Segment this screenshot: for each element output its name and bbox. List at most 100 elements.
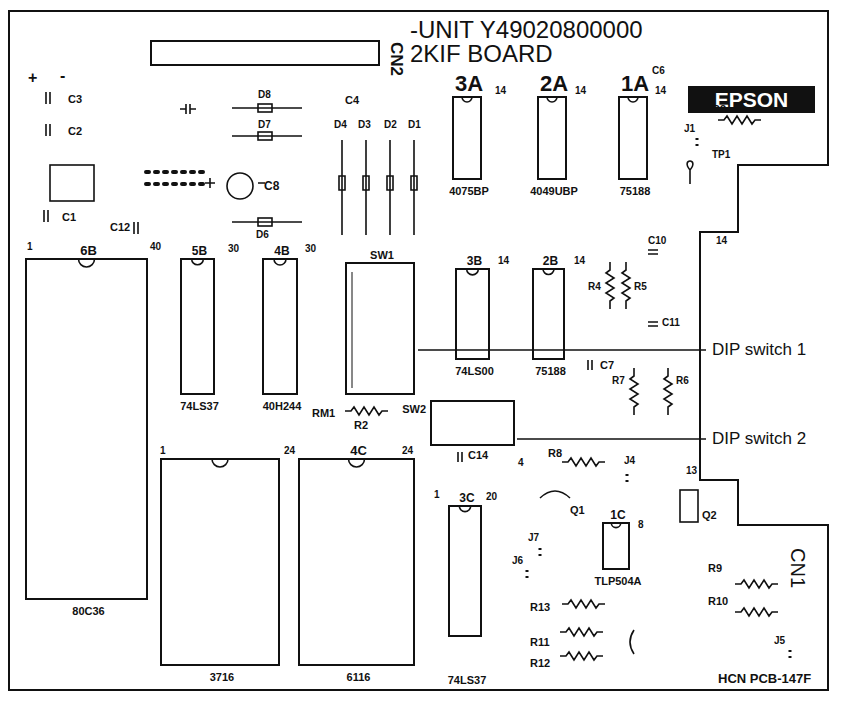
part-number: 74LS00 bbox=[455, 366, 494, 377]
chip-designator: 3B bbox=[467, 255, 482, 267]
part-label: R2 bbox=[354, 420, 368, 431]
part-number: TLP504A bbox=[594, 576, 641, 587]
chip-designator: 1C bbox=[610, 509, 625, 521]
part-label: R3 bbox=[712, 104, 726, 115]
part-label: TP1 bbox=[712, 150, 730, 160]
capacitor-symbol bbox=[648, 322, 658, 326]
part-number: 74LS37 bbox=[448, 675, 487, 686]
ic-chip: 2B75188 bbox=[532, 268, 565, 360]
part-label: D1 bbox=[408, 120, 421, 130]
component-label: SW2 bbox=[402, 404, 426, 415]
ic-chip: 6B80C36 bbox=[25, 258, 148, 600]
ic-chip: 5B74LS37 bbox=[180, 258, 215, 395]
diode-lead bbox=[342, 140, 414, 235]
resistor-symbol bbox=[562, 458, 605, 466]
ic-chip: 1A75188 bbox=[618, 96, 648, 180]
chip-designator: 4B bbox=[274, 245, 289, 257]
component-symbols bbox=[44, 92, 790, 660]
dip-switch: SW2 bbox=[430, 400, 515, 446]
part-label: R7 bbox=[612, 376, 625, 386]
pin-number: 30 bbox=[228, 244, 239, 254]
pin-number: 14 bbox=[575, 86, 586, 96]
leader-line bbox=[418, 350, 706, 439]
callout-label: CN1 bbox=[788, 548, 808, 588]
part-label: J4 bbox=[624, 456, 635, 466]
jumper-pads bbox=[527, 138, 790, 660]
part-label: R11 bbox=[530, 637, 550, 648]
pin-number: 1 bbox=[434, 490, 440, 500]
pin-number: 20 bbox=[486, 492, 497, 502]
part-label: C7 bbox=[600, 360, 614, 371]
part-label: R6 bbox=[676, 376, 689, 386]
polarity-mark bbox=[205, 178, 265, 188]
part-label: R13 bbox=[530, 602, 550, 613]
part-label: D3 bbox=[358, 120, 371, 130]
ic-chip: 2A4049UBP bbox=[537, 96, 567, 180]
component-label: SW1 bbox=[370, 250, 394, 261]
part-label: R12 bbox=[530, 658, 550, 669]
capacitor-symbol bbox=[46, 92, 50, 104]
part-label: J7 bbox=[528, 533, 539, 543]
part-label: J6 bbox=[512, 556, 523, 566]
resistor-symbol bbox=[664, 368, 672, 415]
transistor-outline bbox=[630, 630, 634, 654]
callout-label: DIP switch 1 bbox=[712, 341, 806, 358]
part-label: C11 bbox=[662, 318, 680, 328]
part-number: 4075BP bbox=[449, 186, 489, 197]
pin-number: 24 bbox=[284, 446, 295, 456]
chip-designator: 6B bbox=[80, 244, 97, 257]
pin-number: 14 bbox=[574, 256, 585, 266]
part-label: J5 bbox=[774, 636, 785, 646]
part-label: D4 bbox=[334, 120, 347, 130]
capacitor-symbol bbox=[134, 222, 138, 234]
chip-notch bbox=[349, 459, 365, 467]
chip-designator: 3A bbox=[455, 73, 483, 95]
capacitor-symbol bbox=[44, 210, 48, 222]
part-number: 75188 bbox=[535, 366, 566, 377]
pin-number: 14 bbox=[498, 256, 509, 266]
pin-number: 14 bbox=[716, 236, 727, 246]
part-label: R10 bbox=[708, 596, 728, 607]
transistor-outline bbox=[680, 490, 698, 522]
part-label: HCN PCB-147F bbox=[718, 672, 811, 685]
switch-detail bbox=[352, 272, 353, 388]
diode-lead bbox=[232, 108, 302, 222]
resistor-symbol bbox=[735, 580, 778, 588]
diode-symbol bbox=[339, 176, 417, 190]
logo-box: EPSON bbox=[688, 86, 815, 113]
ic-chip: 4C6116 bbox=[298, 458, 415, 666]
board-outline bbox=[9, 11, 828, 690]
part-number: 74LS37 bbox=[180, 401, 219, 412]
part-label: D8 bbox=[258, 90, 271, 100]
part-label: C8 bbox=[264, 180, 279, 192]
ic-chip: 4B40H244 bbox=[262, 258, 298, 395]
chip-designator: 4C bbox=[350, 444, 367, 457]
pin-number: 40 bbox=[150, 242, 161, 252]
part-label: C14 bbox=[468, 450, 488, 461]
resistor-symbol bbox=[345, 407, 388, 415]
pin-row bbox=[146, 172, 206, 184]
part-number: 40H244 bbox=[263, 401, 302, 412]
resistor-symbol bbox=[630, 368, 638, 415]
part-label: R5 bbox=[634, 282, 647, 292]
capacitor-symbol bbox=[648, 250, 658, 254]
resistor-symbol bbox=[562, 600, 605, 608]
resistor-symbol bbox=[735, 608, 778, 616]
resistor-symbol bbox=[622, 262, 630, 309]
diode-symbol bbox=[258, 104, 272, 112]
part-label: + bbox=[28, 70, 37, 86]
resistor-symbol bbox=[560, 652, 603, 660]
part-number: 3716 bbox=[210, 672, 234, 683]
part-label: C10 bbox=[648, 236, 666, 246]
pin-number: 30 bbox=[305, 244, 316, 254]
chip-notch bbox=[212, 459, 228, 467]
pin-number: 24 bbox=[402, 446, 413, 456]
part-label: C2 bbox=[68, 126, 82, 137]
pin-number: 8 bbox=[638, 520, 644, 530]
part-label: D7 bbox=[258, 120, 271, 130]
part-number: 4049UBP bbox=[530, 186, 578, 197]
chip-designator: 2A bbox=[540, 73, 568, 95]
part-label: Q2 bbox=[702, 510, 717, 521]
connector-header: CN2 bbox=[150, 40, 380, 66]
pin-number: 13 bbox=[686, 466, 697, 476]
